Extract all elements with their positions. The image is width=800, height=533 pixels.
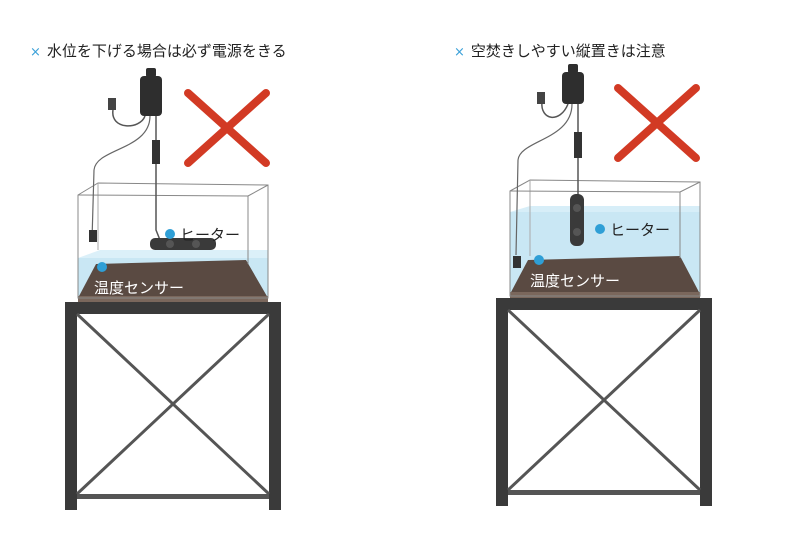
heater-right	[570, 194, 584, 246]
tank-left	[77, 182, 269, 302]
heater-label-left: ヒーター	[180, 226, 241, 244]
heater-dot-right	[595, 224, 605, 234]
heater-label-right: ヒーター	[610, 221, 671, 239]
stand-right	[496, 298, 712, 506]
sensor-label-left: 温度センサー	[94, 279, 185, 297]
sensor-dot-left	[97, 262, 107, 272]
caption-left-text: 水位を下げる場合は必ず電源をきる	[46, 42, 287, 60]
controller-left	[89, 68, 162, 242]
controller-right	[513, 64, 584, 268]
caption-right-text: 空焚きしやすい縦置きは注意	[470, 42, 666, 60]
caption-left: × 水位を下げる場合は必ず電源をきる	[30, 40, 287, 61]
tank-right	[509, 179, 701, 298]
heater-left	[150, 238, 216, 250]
left-panel	[65, 68, 281, 510]
heater-dot-left	[165, 229, 175, 239]
cross-red-icon-right	[614, 84, 700, 162]
cross-red-icon-left	[184, 89, 270, 167]
sensor-label-right: 温度センサー	[530, 272, 621, 290]
stand-left	[65, 302, 281, 510]
sensor-dot-right	[534, 255, 544, 265]
caption-right: × 空焚きしやすい縦置きは注意	[454, 40, 666, 61]
cross-mark-icon: ×	[30, 45, 41, 60]
cross-mark-icon: ×	[454, 45, 465, 60]
right-panel	[496, 64, 712, 506]
